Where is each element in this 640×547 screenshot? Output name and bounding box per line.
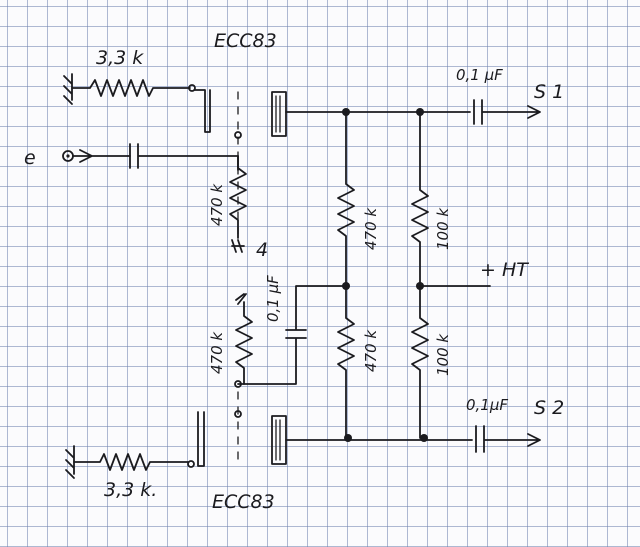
resistor-3k3-top (71, 79, 196, 97)
capacitor-input (129, 143, 239, 169)
resistor-100k-top (411, 111, 429, 287)
resistor-470k-left-lower (235, 293, 253, 385)
label-r-anode-top: 470 k (362, 207, 380, 250)
resistor-470k-anode-top (337, 111, 355, 287)
resistor-100k-bottom (411, 285, 429, 439)
label-tube-bottom: ECC83 (212, 491, 275, 513)
label-r-divider-bottom: 100 k (434, 333, 452, 376)
resistor-3k3-bottom (73, 453, 195, 471)
node-grid-bottom (234, 410, 242, 418)
label-ht: + HT (480, 259, 529, 281)
capacitor-out-top (473, 99, 541, 125)
capacitor-bypass (237, 285, 347, 385)
grid-bottom (197, 411, 205, 467)
label-out-top: S 1 (534, 81, 564, 103)
label-r-grid-top: 3,3 k (96, 47, 144, 69)
capacitor-out-bottom (475, 425, 541, 453)
label-tube-top: ECC83 (214, 30, 277, 52)
label-c-out-bottom: 0,1µF (466, 396, 508, 414)
label-c-out-top: 0,1 µF (456, 66, 503, 84)
label-input: e (24, 147, 36, 169)
input-terminal (62, 149, 131, 163)
resistor-470k-anode-bottom (337, 285, 355, 439)
grid-top-upper (194, 89, 211, 133)
resistor-470k-left-upper (229, 155, 247, 253)
label-r-cathode-bottom: 470 k (208, 331, 226, 374)
node-cathode-bottom (234, 380, 242, 388)
label-r-anode-bottom: 470 k (362, 329, 380, 372)
label-node-4: 4 (256, 239, 268, 261)
label-c-bypass: 0,1 µF (264, 275, 282, 322)
ground-symbol-top-left (63, 73, 73, 105)
label-r-divider-top: 100 k (434, 207, 452, 250)
junction-anode-bottom-2 (420, 434, 428, 442)
label-out-bottom: S 2 (534, 397, 564, 419)
ground-symbol-bottom-left (65, 445, 75, 479)
junction-anode-bottom-1 (344, 434, 352, 442)
anode-plate-top (271, 91, 287, 137)
anode-plate-bottom (271, 415, 287, 465)
node-cathode-top (234, 131, 242, 139)
label-r-grid-bottom: 3,3 k. (104, 479, 157, 501)
label-r-cathode-top: 470 k (208, 183, 226, 226)
